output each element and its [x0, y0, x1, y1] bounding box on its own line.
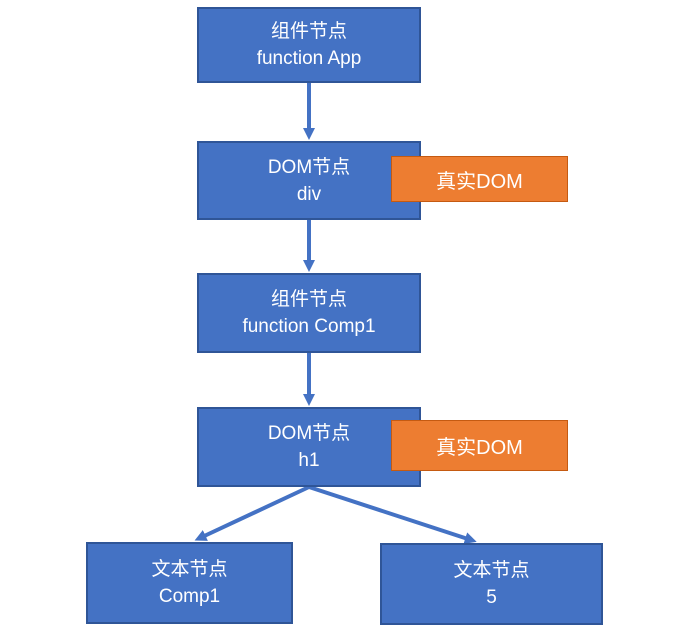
- node-title: DOM节点: [267, 156, 351, 178]
- node-subtitle: Comp1: [158, 586, 221, 607]
- arrow-h1-to-text-comp1: [194, 485, 310, 541]
- arrow-h1-to-text-5: [308, 485, 477, 544]
- node-dom-div: DOM节点 div: [197, 141, 421, 220]
- node-title: DOM节点: [267, 423, 351, 444]
- node-subtitle: function Comp1: [242, 316, 376, 337]
- node-dom-h1: DOM节点 h1: [197, 407, 421, 487]
- real-dom-label-h1: 真实DOM: [391, 420, 568, 471]
- node-component-app: 组件节点 function App: [197, 7, 421, 83]
- real-dom-label-text: 真实DOM: [436, 170, 523, 193]
- node-subtitle: h1: [298, 450, 320, 471]
- node-subtitle: 5: [486, 587, 497, 608]
- node-title: 文本节点: [151, 559, 228, 580]
- node-subtitle: div: [296, 183, 322, 205]
- real-dom-label-div: 真实DOM: [391, 156, 568, 202]
- node-component-comp1: 组件节点 function Comp1: [197, 273, 421, 353]
- node-title: 组件节点: [270, 289, 347, 310]
- node-text-5: 文本节点 5: [380, 543, 603, 625]
- node-text-comp1: 文本节点 Comp1: [86, 542, 293, 624]
- node-subtitle: function App: [256, 48, 362, 69]
- node-title: 文本节点: [453, 560, 530, 581]
- real-dom-label-text: 真实DOM: [436, 437, 523, 459]
- node-title: 组件节点: [270, 21, 347, 42]
